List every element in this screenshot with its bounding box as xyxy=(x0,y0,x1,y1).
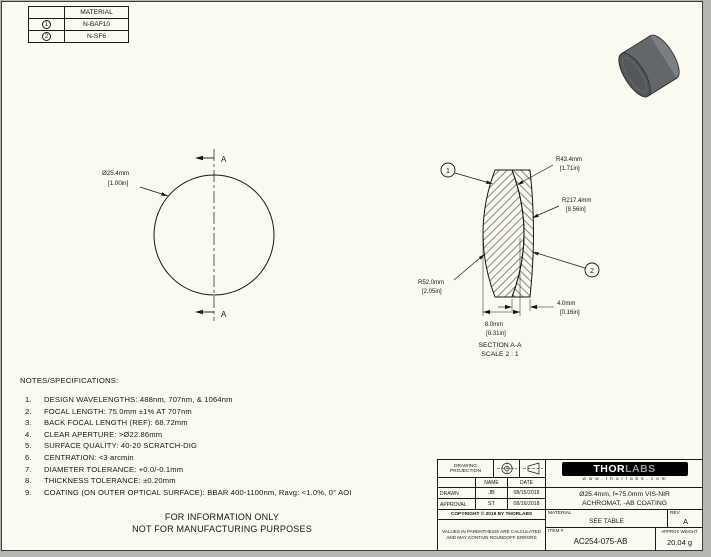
item-2-balloon: 2 xyxy=(42,32,51,41)
note-item: 7.DIAMETER TOLERANCE: +0.0/-0.1mm xyxy=(25,464,184,474)
note-item: 9.COATING (ON OUTER OPTICAL SURFACE): BB… xyxy=(25,487,352,497)
element2-section xyxy=(511,169,534,298)
radius-back-in: [8.56in] xyxy=(566,207,586,213)
material-table-header: MATERIAL xyxy=(64,6,129,19)
t-back-in: [0.16in] xyxy=(560,310,580,316)
rev-value: A xyxy=(682,517,688,526)
material-value: SEE TABLE xyxy=(589,518,624,525)
weight-cell: APPROX WEIGHT 20.04 g xyxy=(656,528,703,551)
item-cell: ITEM # AC254-075-AB xyxy=(546,528,656,551)
balloon-2-number: 2 xyxy=(590,268,594,275)
info-footer: FOR INFORMATION ONLY NOT FOR MANUFACTURI… xyxy=(82,512,362,535)
t-front-in: [0.31in] xyxy=(486,331,506,337)
radius-front-arrow xyxy=(478,254,485,260)
projection-symbol-cone xyxy=(520,460,546,478)
note-item: 3.BACK FOCAL LENGTH (REF): 68.72mm xyxy=(25,418,188,428)
radius-front-leader xyxy=(453,257,481,281)
rev-label: REV xyxy=(670,511,680,516)
note-item: 8.THICKNESS TOLERANCE: ±0.20mm xyxy=(25,476,176,486)
projection-label: DRAWING PROJECTION xyxy=(438,460,494,478)
projection-symbol-circles xyxy=(494,460,520,478)
drawn-label: DRAWN xyxy=(438,488,476,499)
item-label: ITEM # xyxy=(548,529,564,534)
t-front-mm: 8.0mm xyxy=(485,322,503,328)
balloon-2-arrow xyxy=(532,252,539,256)
material-table-header-row: MATERIAL xyxy=(28,6,129,19)
section-letter-top: A xyxy=(221,155,227,164)
material-cell: MATERIAL SEE TABLE xyxy=(546,510,668,528)
note-item: 6.CENTRATION: <3 arcmin xyxy=(25,452,134,462)
section-letter-bottom: A xyxy=(221,310,227,319)
t-front-arrow-left xyxy=(483,309,490,315)
material-2-name: N-SF6 xyxy=(64,30,129,43)
drawn-date: 08/15/2018 xyxy=(508,488,546,499)
balloon-1-number: 1 xyxy=(446,168,450,175)
approval-date: 08/16/2018 xyxy=(508,499,546,510)
section-view: 1 2 R43.4mm [1.71in] R217.4mm [8.56in] R… xyxy=(418,157,600,358)
approval-name: ST xyxy=(476,499,508,510)
drawing-sheet: MATERIAL 1 N-BAF10 2 N-SF6 A A xyxy=(1,1,703,551)
t-front-arrow-right xyxy=(513,309,520,315)
weight-label: APPROX WEIGHT xyxy=(661,529,698,534)
radius-front-mm: R52.0mm xyxy=(418,280,444,286)
t-back-arrow-left xyxy=(505,304,512,310)
section-caption: SECTION A-A xyxy=(478,342,522,349)
note-item: 5.SURFACE QUALITY: 40-20 SCRATCH-DIG xyxy=(25,441,198,451)
radius-front-in: [2.05in] xyxy=(422,289,442,295)
item-1-balloon: 1 xyxy=(42,20,51,29)
weight-value: 20.04 g xyxy=(666,538,693,547)
iso-lens-render xyxy=(618,34,680,98)
radius-back-arrow xyxy=(532,213,539,218)
section-arrow-bottom-head xyxy=(195,309,203,315)
notes-list: 1.DESIGN WAVELENGTHS: 488nm, 707nm, & 10… xyxy=(20,395,460,499)
note-item: 1.DESIGN WAVELENGTHS: 488nm, 707nm, & 10… xyxy=(25,395,233,404)
material-1-name: N-BAF10 xyxy=(64,18,129,31)
notes-heading: NOTES/SPECIFICATIONS: xyxy=(20,376,119,385)
note-item: 2.FOCAL LENGTH: 75.0mm ±1% AT 707nm xyxy=(25,406,192,416)
approval-label: APPROVAL xyxy=(438,499,476,510)
title-block: DRAWING PROJECTION NAME DATE DRAWN JB 08… xyxy=(437,459,703,551)
diameter-leader-arrow xyxy=(161,192,168,196)
diameter-dim-mm: Ø25.4mm xyxy=(102,170,129,177)
signature-blank-cell xyxy=(438,478,476,488)
balloon-2-leader xyxy=(537,253,586,269)
copyright-notice: COPYRIGHT © 2019 BY THORLABS xyxy=(438,510,546,520)
website-url: w w w . t h o r l a b s . c o m xyxy=(582,477,667,482)
note-item: 4.CLEAR APERTURE: >Ø22.86mm xyxy=(25,429,163,439)
section-arrow-top-head xyxy=(195,155,203,161)
radius-back-leader xyxy=(536,205,560,216)
material-row-2: 2 N-SF6 xyxy=(28,30,129,43)
name-header: NAME xyxy=(476,478,508,488)
rev-cell: REV A xyxy=(668,510,703,528)
radius-interface-in: [1.71in] xyxy=(560,166,580,172)
t-back-mm: 4.0mm xyxy=(557,301,575,307)
diameter-dim-in: [1.00in] xyxy=(108,180,129,187)
info-footer-line2: NOT FOR MANUFACTURING PURPOSES xyxy=(132,523,312,534)
info-footer-line1: FOR INFORMATION ONLY xyxy=(164,512,280,522)
radius-interface-arrow xyxy=(517,180,524,185)
radius-interface-mm: R43.4mm xyxy=(556,157,582,163)
material-table: MATERIAL 1 N-BAF10 2 N-SF6 xyxy=(28,6,129,43)
material-row-1: 1 N-BAF10 xyxy=(28,18,129,31)
t-back-arrow-right xyxy=(530,304,537,310)
balloon-1-leader xyxy=(454,172,487,183)
material-label: MATERIAL xyxy=(548,511,572,516)
drawn-name: JB xyxy=(476,488,508,499)
drawing-title: Ø25.4mm, f=75.0mm VIS-NIR ACHROMAT, -AB … xyxy=(546,488,703,510)
date-header: DATE xyxy=(508,478,546,488)
disclaimer: VALUES IN PARENTHESIS ARE CALCULATED AND… xyxy=(438,520,546,551)
balloon-1-arrow xyxy=(485,180,493,184)
material-table-corner-cell xyxy=(28,6,65,19)
scale-caption: SCALE 2 : 1 xyxy=(481,351,519,358)
item-value: AC254-075-AB xyxy=(573,537,628,546)
radius-back-mm: R217.4mm xyxy=(562,198,591,204)
front-view: A A Ø25.4mm [1.00in] xyxy=(102,149,275,321)
balloon-2 xyxy=(584,262,600,278)
radius-interface-leader xyxy=(521,164,554,183)
balloon-1 xyxy=(440,162,456,178)
